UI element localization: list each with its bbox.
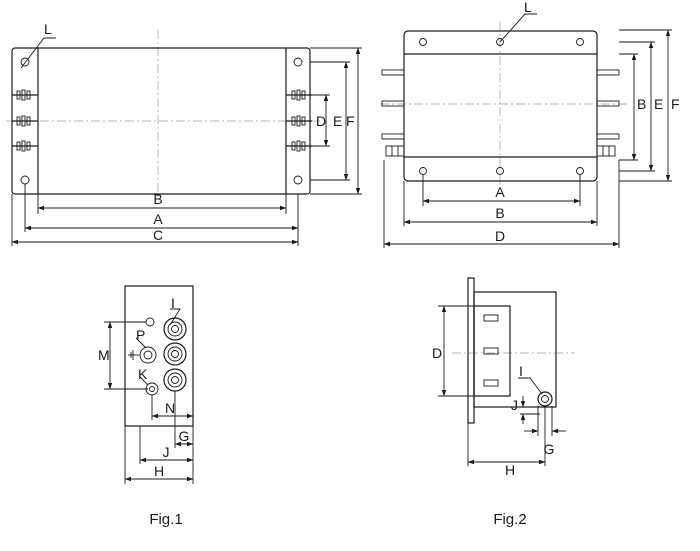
fig1-label-B: B [153,191,162,207]
fig2-top-view: L A B D B E F [380,0,680,248]
fig1-label-J: J [163,444,170,460]
fig2-label-L: L [524,0,532,15]
fig2-label-D: D [495,228,505,244]
fig1-label-I: I [171,295,175,311]
fig1-label-H: H [154,463,164,479]
fig2-label-G: G [544,441,555,457]
fig2-label-J: J [511,397,518,413]
fig1-label-L: L [44,21,52,37]
fig1-label-F: F [346,113,355,129]
fig2-label-B: B [495,205,504,221]
fig1-label-C: C [153,227,163,243]
fig2-label-E: E [654,96,663,112]
fig1-label-D: D [316,113,326,129]
fig2-side-view: I J D G H [432,277,575,478]
fig2-label-I: I [519,363,523,379]
fig1-right-terminals [286,89,312,152]
fig1-top-view: L B A C D E F [6,21,362,246]
fig2-caption: Fig.2 [493,511,526,528]
fig1-label-P: P [136,327,145,343]
fig1-label-E: E [333,113,342,129]
fig2-label-B-vertical: B [637,96,646,112]
fig1-label-A: A [153,211,163,227]
fig1-left-terminals [12,89,38,152]
fig1-label-G: G [179,428,190,444]
fig2-label-H: H [505,462,515,478]
fig2-label-A: A [495,184,505,200]
fig1-side-view: I P K M N G J H [98,285,194,484]
fig1-caption: Fig.1 [149,511,182,528]
fig2-label-F: F [671,96,680,112]
fig1-label-M: M [98,347,110,363]
fig2-label-D: D [432,345,442,361]
fig1-label-N: N [165,400,175,416]
fig1-label-K: K [138,366,148,382]
